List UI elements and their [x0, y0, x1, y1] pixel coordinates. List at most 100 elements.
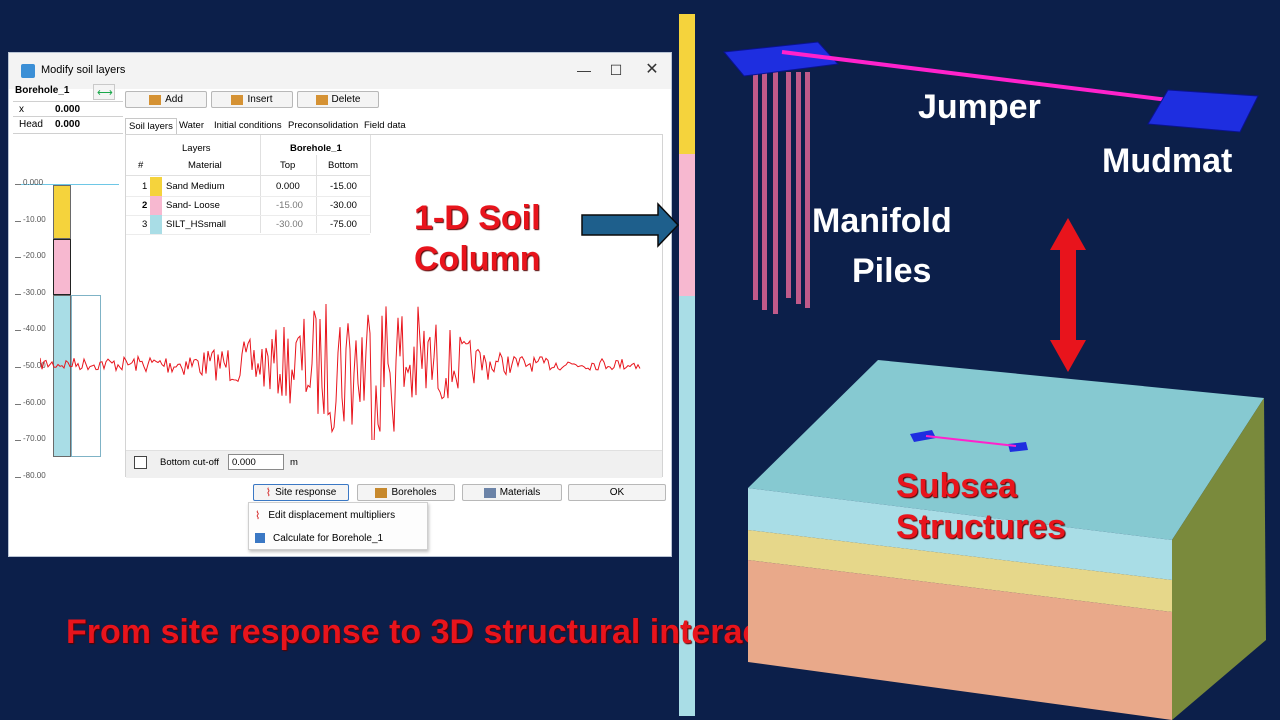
close-button[interactable]: ✕	[645, 61, 659, 78]
divider-silt	[679, 296, 695, 716]
table-row[interactable]: 1 Sand Medium 0.000 -15.00	[126, 177, 370, 197]
soil-column-line2: Column	[414, 239, 541, 278]
depth-tick-mark	[15, 367, 21, 368]
depth-tick-mark	[15, 220, 21, 222]
depth-tick-label: -60.00	[23, 397, 46, 407]
delete-icon	[315, 94, 328, 105]
bottom-cutoff-label: Bottom cut-off	[160, 457, 219, 468]
depth-tick-mark	[15, 330, 21, 332]
depth-tick-mark	[15, 257, 21, 259]
depth-tick-mark	[15, 403, 21, 405]
material-color-swatch	[150, 177, 162, 196]
site-response-button[interactable]: ⌇ Site response	[253, 484, 349, 501]
app-icon	[21, 64, 35, 78]
label-mudmat: Mudmat	[1102, 142, 1233, 180]
tab-initial-conditions[interactable]: Initial conditions	[214, 120, 282, 131]
depth-tick-label: -20.00	[23, 251, 46, 261]
depth-tick-label: -30.00	[23, 287, 46, 297]
table-row[interactable]: 2 Sand- Loose -15.00 -30.00	[126, 196, 370, 216]
add-button-label: Add	[165, 94, 183, 105]
depth-tick-label: -70.00	[23, 434, 46, 444]
tab-preconsolidation[interactable]: Preconsolidation	[288, 120, 359, 131]
bottom-cutoff-checkbox[interactable]	[134, 456, 147, 469]
material-color-swatch	[150, 196, 162, 215]
bottom-cell[interactable]: -75.00	[330, 219, 357, 230]
label-manifold: Manifold	[812, 202, 952, 240]
top-cell[interactable]: -30.00	[276, 219, 303, 230]
layer-sand-loose[interactable]	[53, 239, 71, 295]
col-bottom-header: Bottom	[328, 160, 359, 171]
calculate-icon	[255, 533, 265, 543]
borehole-group-header: Borehole_1	[290, 143, 342, 154]
delete-button[interactable]: Delete	[297, 91, 379, 108]
tab-soil-layers[interactable]: Soil layers	[125, 118, 177, 135]
jumper-line	[781, 50, 1201, 106]
materials-label: Materials	[499, 487, 541, 498]
materials-icon	[483, 487, 496, 498]
col-material-header: Material	[188, 160, 222, 171]
bottom-cutoff-input[interactable]: 0.000	[228, 454, 284, 470]
layer-silt[interactable]	[53, 295, 71, 457]
head-label: Head	[19, 119, 43, 130]
swap-button[interactable]: ⟷	[93, 84, 115, 100]
col-top-header: Top	[280, 160, 296, 171]
menu-edit-displacement-multipliers[interactable]: ⌇ Edit displacement multipliers	[249, 504, 425, 526]
depth-tick-label: 0.000	[23, 178, 44, 187]
manifold-piles	[753, 72, 810, 314]
tab-water[interactable]: Water	[179, 120, 204, 131]
depth-tick-label: -80.00	[23, 470, 46, 479]
row-number: 1	[142, 181, 148, 192]
add-button[interactable]: Add	[125, 91, 207, 108]
divider-sand-medium	[679, 14, 695, 154]
label-jumper: Jumper	[918, 88, 1041, 126]
depth-tick-mark	[15, 476, 21, 478]
soil-column-line1: 1-D Soil	[414, 199, 541, 237]
x-value[interactable]: 0.000	[55, 104, 81, 115]
top-cell[interactable]: -15.00	[276, 200, 303, 211]
materials-button[interactable]: Materials	[462, 484, 562, 501]
row-number: 2	[142, 200, 148, 211]
head-value[interactable]: 0.000	[55, 119, 81, 130]
displacement-icon: ⌇	[255, 509, 261, 522]
bottom-cell[interactable]: -15.00	[330, 181, 357, 192]
insert-icon	[231, 94, 244, 105]
depth-tick-mark	[15, 293, 21, 295]
borehole-column-view: 0.000-10.00-20.00-30.00-40.00-50.00-60.0…	[15, 151, 119, 479]
material-cell[interactable]: Sand- Loose	[166, 200, 220, 211]
menu-calculate-borehole[interactable]: Calculate for Borehole_1	[249, 527, 425, 549]
soil-box-side	[1172, 398, 1266, 720]
bottom-cutoff-unit: m	[290, 457, 298, 468]
footer-caption: From site response to 3D structural inte…	[66, 613, 824, 651]
material-cell[interactable]: Sand Medium	[166, 181, 225, 192]
water-level-line	[15, 184, 119, 185]
maximize-button[interactable]: ☐	[609, 62, 623, 78]
depth-tick-label: -50.00	[23, 361, 46, 370]
insert-button[interactable]: Insert	[211, 91, 293, 108]
subsea-line1: Subsea	[896, 467, 1017, 505]
borehole-name: Borehole_1	[15, 85, 70, 96]
manifold-plate	[723, 41, 840, 77]
boreholes-button[interactable]: Boreholes	[357, 484, 455, 501]
insert-button-label: Insert	[247, 94, 273, 105]
tab-field-data[interactable]: Field data	[364, 120, 406, 131]
title-bar: Modify soil layers — ☐ ✕	[9, 53, 671, 89]
depth-tick-mark	[15, 184, 21, 185]
add-icon	[149, 94, 162, 105]
material-cell[interactable]: SILT_HSsmall	[166, 219, 227, 230]
top-cell[interactable]: 0.000	[276, 181, 300, 192]
acceleration-time-history	[40, 303, 641, 440]
menu-item-label: Calculate for Borehole_1	[273, 532, 384, 544]
material-color-swatch	[150, 215, 162, 234]
double-arrow-icon	[1050, 218, 1086, 372]
delete-button-label: Delete	[331, 94, 361, 105]
bottom-cell[interactable]: -30.00	[330, 200, 357, 211]
minimize-button[interactable]: —	[577, 62, 591, 78]
ok-button[interactable]: OK	[568, 484, 666, 501]
seismic-signal	[40, 303, 641, 440]
boreholes-icon	[375, 487, 388, 498]
menu-item-label: Edit displacement multipliers	[268, 509, 396, 521]
layer-sand-medium[interactable]	[53, 185, 71, 239]
soil-layer-sand	[748, 530, 1172, 612]
boreholes-label: Boreholes	[391, 487, 437, 498]
